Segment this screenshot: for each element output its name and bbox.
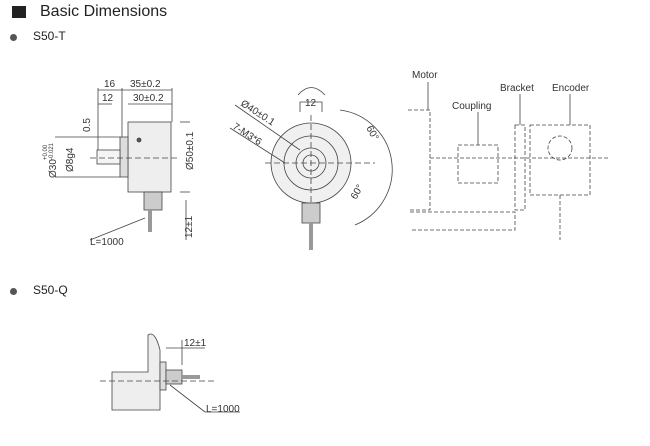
side-view: 16 35±0.2 12 30±0.2 0.5 Ø30 +0.00 -0.021… [43,79,196,248]
section-s50-q: S50-Q [33,283,68,297]
dim-12-1: 12±1 [184,215,195,238]
dim-16: 16 [104,79,116,90]
tol-lower: -0.021 [49,142,55,160]
label-motor: Motor [412,70,438,81]
angle-60-bottom: 60° [349,183,366,202]
dim-35: 35±0.2 [130,79,161,90]
label-coupling: Coupling [452,101,491,112]
q-dim-12-1: 12±1 [184,338,207,349]
dim-dia40: Ø40±0.1 [238,98,276,128]
angle-60-top: 60° [363,124,380,143]
q-cable-length: L=1000 [206,404,240,415]
label-encoder: Encoder [552,83,590,94]
dim-dia8: Ø8g4 [65,147,76,172]
dim-m3: 7-M3*6 [230,121,263,148]
front-view: 12 Ø40±0.1 7-M3*6 60° 60° [229,87,393,250]
section-s50-t: S50-T [33,29,66,43]
q-side-view: 12±1 L=1000 [100,333,240,415]
page-title: Basic Dimensions [40,3,168,20]
cable-length: L=1000 [90,237,124,248]
dim-30: 30±0.2 [133,93,164,104]
label-bracket: Bracket [500,83,534,94]
dim-dia50: Ø50±0.1 [185,131,196,170]
installation-diagram: Motor Coupling Bracket Encoder [408,70,610,240]
title-marker-icon [12,6,26,18]
dim-12: 12 [102,93,114,104]
dim-12-front: 12 [305,98,317,109]
dim-dia30: Ø30 [48,159,59,178]
dim-0-5: 0.5 [82,118,93,132]
bullet-icon [10,34,17,41]
tol-upper: +0.00 [43,144,49,160]
bullet-icon [10,288,17,295]
